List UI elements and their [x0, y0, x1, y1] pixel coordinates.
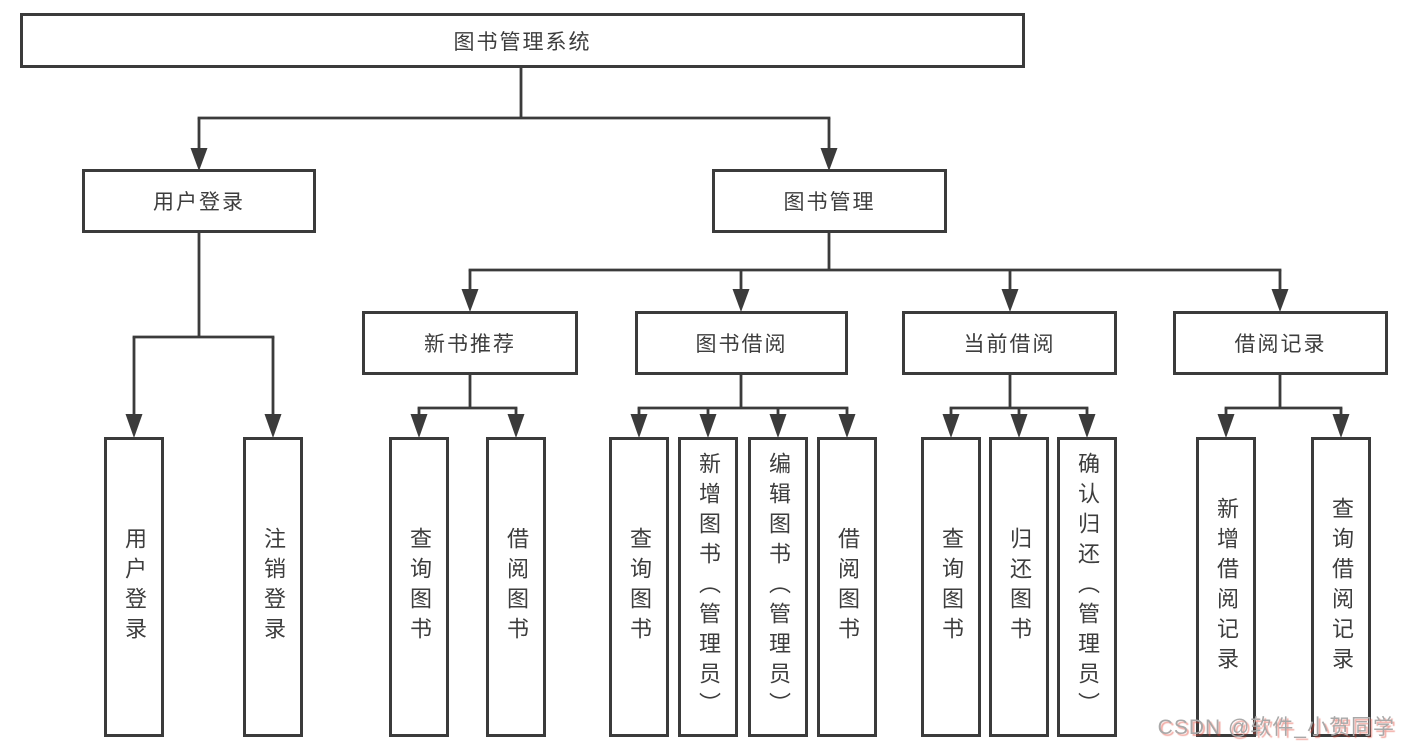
leaf-records-query: 查询借阅记录: [1311, 437, 1371, 737]
node-user-login: 用户登录: [82, 169, 316, 233]
leaf-records-add-label: 新增借阅记录: [1214, 497, 1239, 677]
leaf-new-books-borrow: 借阅图书: [486, 437, 546, 737]
node-borrow-records: 借阅记录: [1173, 311, 1388, 375]
node-current-borrow: 当前借阅: [902, 311, 1117, 375]
leaf-borrow-query-label: 查询图书: [627, 527, 652, 647]
connector-current-borrow-branch: [942, 375, 1096, 438]
watermark: CSDN @软件_小贺同学: [1157, 716, 1395, 739]
node-book-borrow: 图书借阅: [635, 311, 848, 375]
node-borrow-records-label: 借阅记录: [1234, 333, 1327, 356]
connector-book-management-branch: [461, 233, 1289, 312]
connector-user-login-branch: [125, 233, 282, 438]
connector-new-books-branch: [410, 375, 525, 438]
node-book-management: 图书管理: [712, 169, 947, 233]
leaf-current-query-label: 查询图书: [939, 527, 964, 647]
leaf-logout: 注销登录: [243, 437, 303, 737]
leaf-borrow-borrow-label: 借阅图书: [835, 527, 860, 647]
connector-book-borrow-branch: [630, 375, 856, 438]
leaf-new-books-query-label: 查询图书: [407, 527, 432, 647]
leaf-logout-label: 注销登录: [261, 527, 286, 647]
leaf-records-add: 新增借阅记录: [1196, 437, 1256, 737]
connector-borrow-records-branch: [1217, 375, 1350, 438]
leaf-records-query-label: 查询借阅记录: [1329, 497, 1354, 677]
leaf-current-return-label: 归还图书: [1007, 527, 1032, 647]
leaf-borrow-borrow: 借阅图书: [817, 437, 877, 737]
leaf-new-books-query: 查询图书: [389, 437, 449, 737]
node-book-borrow-label: 图书借阅: [695, 333, 788, 356]
node-new-books: 新书推荐: [362, 311, 578, 375]
leaf-borrow-add-admin: 新增图书（管理员）: [678, 437, 738, 737]
leaf-user-login: 用户登录: [104, 437, 164, 737]
leaf-new-books-borrow-label: 借阅图书: [504, 527, 529, 647]
node-user-login-label: 用户登录: [153, 191, 245, 214]
connector-root-branch: [190, 68, 838, 171]
leaf-borrow-query: 查询图书: [609, 437, 669, 737]
node-new-books-label: 新书推荐: [424, 333, 516, 356]
leaf-current-return: 归还图书: [989, 437, 1049, 737]
leaf-borrow-add-admin-label: 新增图书（管理员）: [696, 452, 721, 722]
leaf-borrow-edit-admin-label: 编辑图书（管理员）: [766, 452, 791, 722]
leaf-user-login-label: 用户登录: [122, 527, 147, 647]
node-book-management-label: 图书管理: [783, 191, 876, 214]
node-root-system: 图书管理系统: [20, 13, 1025, 68]
leaf-current-query: 查询图书: [921, 437, 981, 737]
leaf-borrow-edit-admin: 编辑图书（管理员）: [748, 437, 808, 737]
leaf-current-confirm-admin: 确认归还（管理员）: [1057, 437, 1117, 737]
node-current-borrow-label: 当前借阅: [963, 333, 1056, 356]
node-root-label: 图书管理系统: [453, 30, 592, 54]
leaf-current-confirm-admin-label: 确认归还（管理员）: [1075, 452, 1100, 722]
